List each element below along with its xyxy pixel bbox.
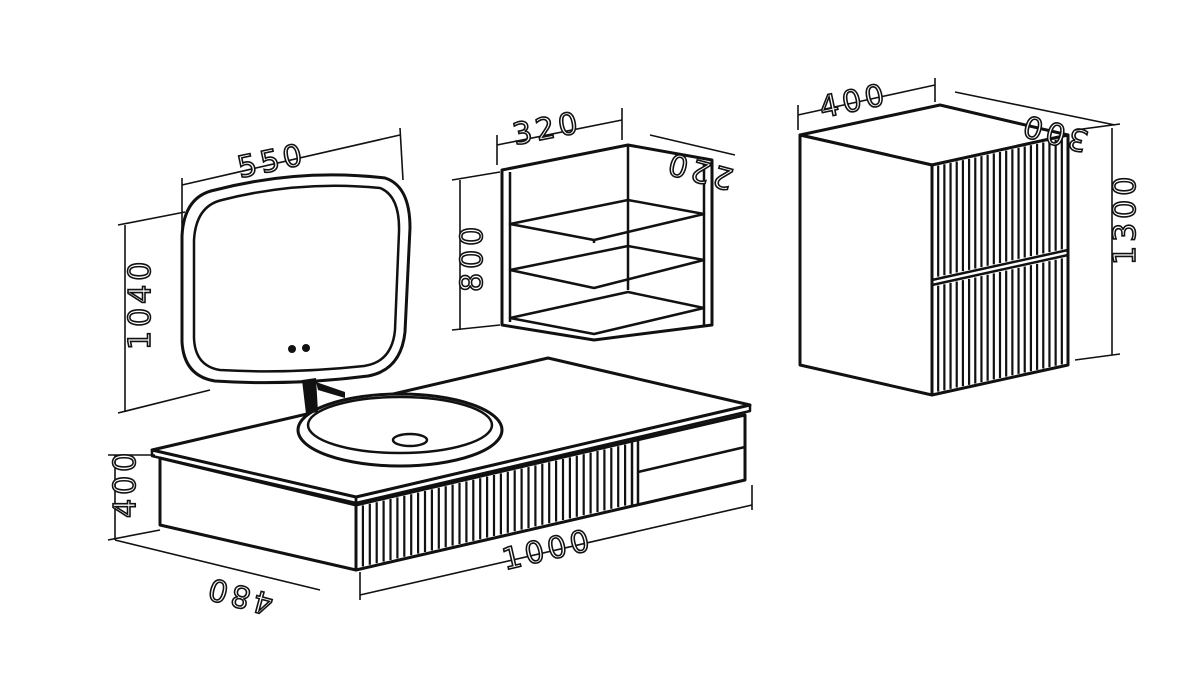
wall-shelf (500, 143, 714, 342)
mirror-height-label: 1040 (123, 258, 158, 350)
tall-cabinet (798, 103, 1070, 397)
shelf-width-label: 320 (510, 105, 585, 153)
mirror (180, 173, 412, 385)
mirror-height-dimension: 1040 (117, 211, 211, 414)
shelf-height-dimension: 800 (451, 171, 501, 331)
vanity-height-label: 400 (108, 449, 143, 518)
touch-sensor-icon (302, 344, 310, 352)
faucet (302, 378, 345, 414)
basin (296, 378, 504, 468)
vanity-height-dimension: 400 (107, 448, 161, 541)
shelf-height-label: 800 (455, 223, 490, 292)
shelf-depth-dimension: 220 (649, 134, 738, 197)
cabinet-height-dimension: 1300 (1074, 123, 1144, 361)
touch-sensor-icon (288, 345, 296, 353)
cabinet-height-label: 1300 (1108, 173, 1143, 265)
vanity (150, 356, 752, 572)
